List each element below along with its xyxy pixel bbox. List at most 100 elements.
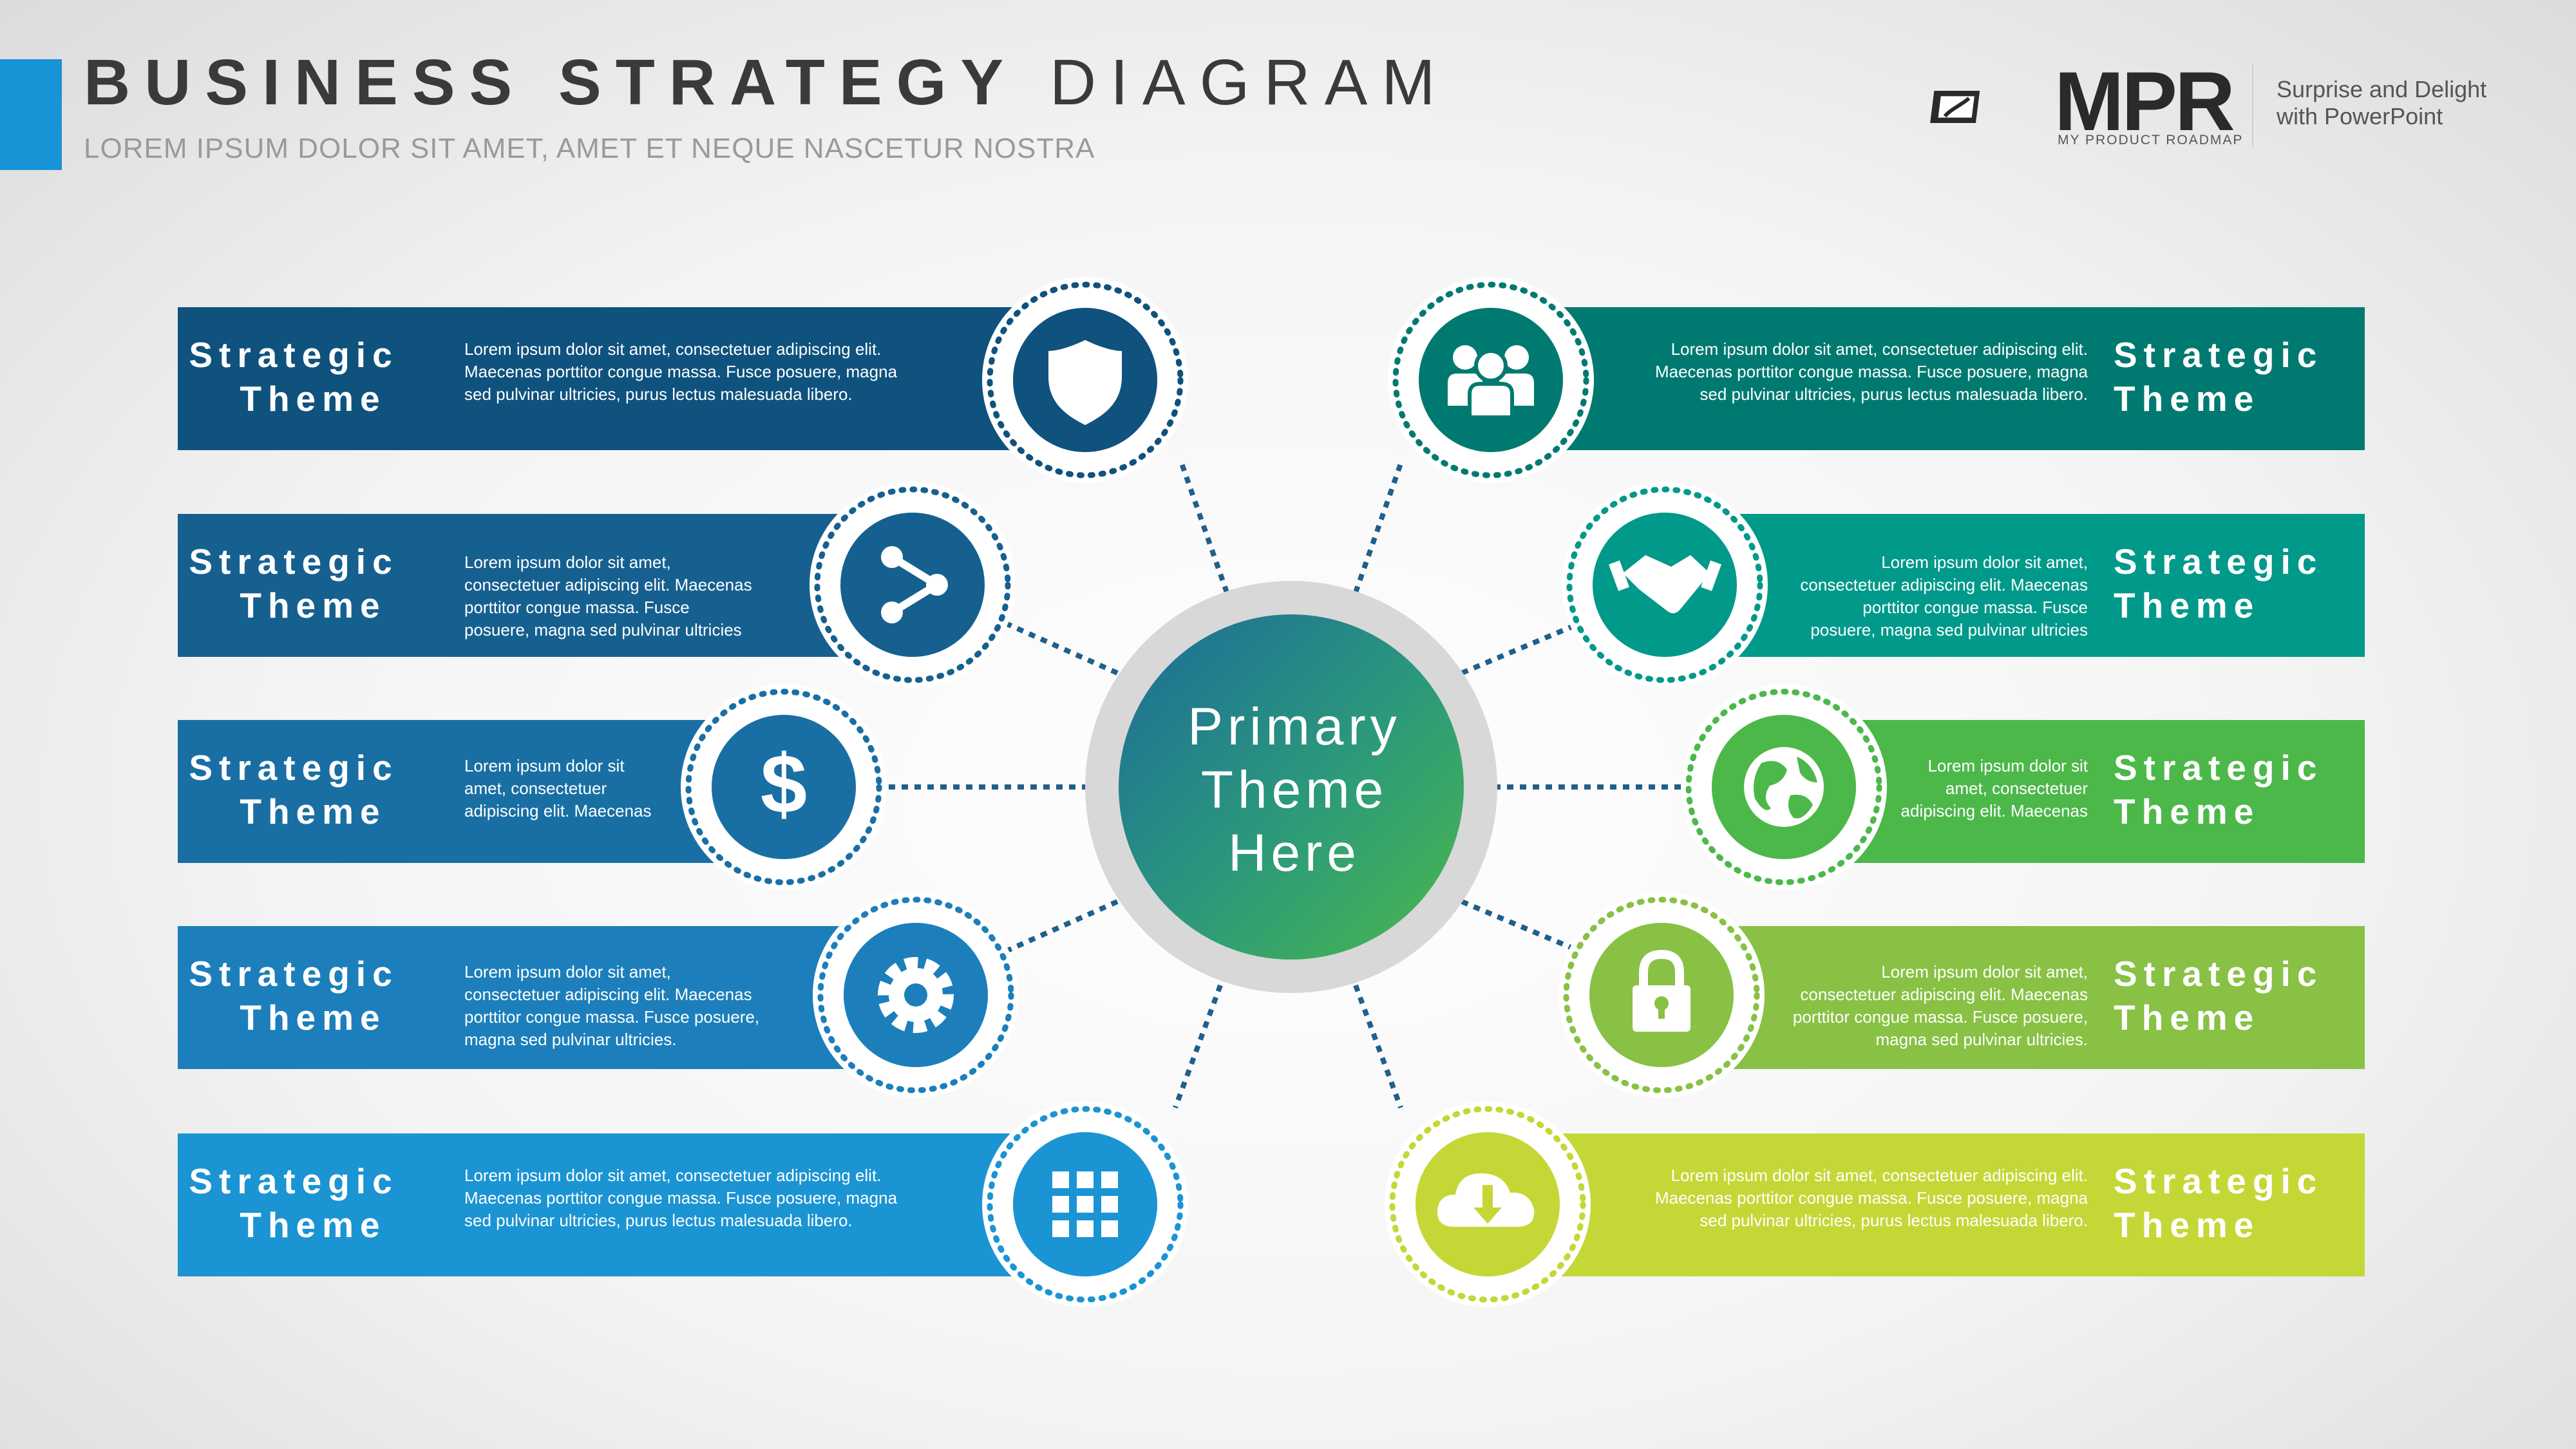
node-left-5 [982,1101,1188,1307]
desc-line: magna sed pulvinar ultricies. [464,1030,677,1049]
theme-label-line2: Theme [240,379,386,419]
shield-icon [1048,340,1122,425]
desc-line: Maecenas porttitor congue massa. Fusce p… [464,1188,898,1208]
grid-icon [1052,1171,1118,1237]
theme-label-line2: Theme [240,1205,386,1245]
lock-icon [1633,949,1690,1032]
desc-line: sed pulvinar ultricies, purus lectus mal… [464,384,853,404]
connector-left-2 [1000,619,1119,676]
header-accent-bar [0,59,62,170]
node-left-2 [810,482,1016,688]
tagline-line2: with PowerPoint [2277,103,2443,129]
logo-divider [2252,64,2253,147]
theme-label-line1: Strategic [189,335,399,375]
globe-icon [1744,747,1824,827]
desc-line: Lorem ipsum dolor sit amet, [464,553,671,572]
desc-line: adipiscing elit. Maecenas [1900,801,2088,820]
theme-label-line2: Theme [2114,791,2260,831]
center-line3: Here [1228,824,1361,882]
connector-left-1 [1179,462,1229,594]
theme-description: Lorem ipsum dolor sit amet, consectetuer… [464,338,897,406]
tagline: Surprise and Delight with PowerPoint [2277,76,2547,130]
theme-label-line1: Strategic [2114,748,2324,788]
node-right-2 [1562,482,1768,688]
center-line1: Primary [1188,697,1401,756]
dollar-icon: $ [761,737,807,831]
desc-line: porttitor congue massa. Fusce [464,598,690,617]
people-icon [1448,345,1534,419]
center-theme-text: Primary Theme Here [1121,696,1468,885]
theme-label-line1: Strategic [189,954,399,994]
theme-label-line1: Strategic [189,542,399,582]
gear-icon [878,957,954,1033]
connector-left-4 [1000,899,1119,956]
theme-label-line1: Strategic [2114,542,2324,582]
connector-right-4 [1461,899,1586,956]
desc-line: porttitor congue massa. Fusce [1862,598,2088,617]
desc-line: Lorem ipsum dolor sit amet, [1881,962,2088,981]
node-right-4 [1558,892,1765,1098]
desc-line: Lorem ipsum dolor sit amet, [1881,553,2088,572]
node-left-1 [982,277,1188,483]
page-subtitle: LOREM IPSUM DOLOR SIT AMET, AMET ET NEQU… [84,133,1095,164]
title-light: DIAGRAM [1049,46,1450,118]
mpr-logo-icon [1930,91,1980,123]
desc-line: adipiscing elit. Maecenas [464,801,652,820]
desc-line: Lorem ipsum dolor sit [1927,756,2088,775]
desc-line: Lorem ipsum dolor sit amet, [464,962,671,981]
node-right-3 [1681,684,1887,890]
page-title: BUSINESS STRATEGY DIAGRAM [84,50,1450,115]
theme-label-line1: Strategic [189,748,399,788]
theme-label-line2: Theme [2114,1205,2260,1245]
desc-line: amet, consectetuer [1945,779,2088,798]
connector-right-1 [1353,462,1403,594]
theme-label-line2: Theme [240,585,386,625]
node-left-4 [813,892,1019,1098]
connector-lines [873,462,1710,1109]
tagline-line1: Surprise and Delight [2277,76,2487,102]
desc-line: sed pulvinar ultricies, purus lectus mal… [1700,384,2088,404]
title-bold: BUSINESS STRATEGY [84,46,1018,118]
desc-line: sed pulvinar ultricies, purus lectus mal… [464,1211,853,1230]
logo-subname: MY PRODUCT ROADMAP [2058,133,2244,147]
desc-line: porttitor congue massa. Fusce posuere, [464,1007,760,1027]
theme-label-line1: Strategic [2114,954,2324,994]
node-left-3: $ [681,684,887,890]
theme-label-line2: Theme [2114,585,2260,625]
theme-description: Lorem ipsum dolor sit amet, consectetuer… [464,755,652,822]
theme-description: Lorem ipsum dolor sit amet, consectetuer… [1655,1164,2088,1232]
connector-right-2 [1461,619,1586,676]
theme-label-line2: Theme [240,791,386,831]
theme-label-line2: Theme [2114,379,2260,419]
desc-line: consectetuer adipiscing elit. Maecenas [464,575,752,594]
theme-description: Lorem ipsum dolor sit amet, consectetuer… [1901,755,2088,822]
desc-line: Lorem ipsum dolor sit [464,756,625,775]
desc-line: sed pulvinar ultricies, purus lectus mal… [1700,1211,2088,1230]
connector-left-5 [1173,984,1223,1109]
desc-line: magna sed pulvinar ultricies. [1875,1030,2088,1049]
theme-label-line1: Strategic [189,1161,399,1201]
theme-description: Lorem ipsum dolor sit amet, consectetuer… [1655,338,2088,406]
theme-description: Lorem ipsum dolor sit amet, consectetuer… [1793,961,2088,1051]
theme-label-line2: Theme [2114,998,2260,1037]
desc-line: Lorem ipsum dolor sit amet, consectetuer… [464,339,882,359]
connector-right-5 [1353,984,1403,1109]
desc-line: amet, consectetuer [464,779,607,798]
share-icon [881,546,948,623]
theme-label-line2: Theme [240,998,386,1037]
desc-line: consectetuer adipiscing elit. Maecenas [464,985,752,1004]
